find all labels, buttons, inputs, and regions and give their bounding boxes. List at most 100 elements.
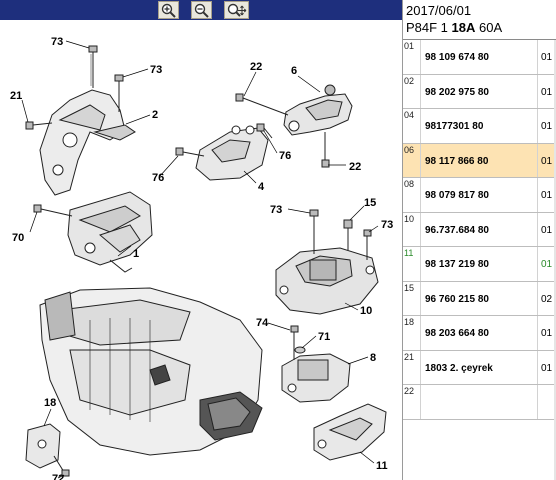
row-part-number[interactable]: 98 117 866 80 — [425, 155, 489, 167]
row-part-number[interactable]: 96 760 215 80 — [425, 293, 489, 305]
row-part-number[interactable]: 1803 2. çeyrek — [425, 362, 493, 374]
callout-74[interactable]: 74 — [256, 317, 269, 329]
parts-row[interactable]: 18 98 203 664 80 01 — [403, 316, 556, 351]
row-quantity: 01 — [541, 328, 553, 339]
parts-row[interactable]: 06 98 117 866 80 01 — [403, 143, 556, 178]
bolt-74[interactable] — [290, 325, 299, 360]
part-2-bracket[interactable] — [39, 89, 136, 196]
bolt-21[interactable] — [25, 121, 53, 130]
parts-row[interactable]: 21 1803 2. çeyrek 01 — [403, 350, 556, 385]
callout-76-a[interactable]: 76 — [279, 150, 291, 162]
row-position: 01 — [404, 41, 415, 51]
zoom-out-button[interactable] — [191, 1, 212, 19]
row-quantity: 01 — [541, 190, 553, 201]
bolt-76-b[interactable] — [256, 123, 273, 139]
callout-6[interactable]: 6 — [291, 65, 297, 77]
bolt-72[interactable] — [53, 455, 70, 477]
callout-22-b[interactable]: 22 — [349, 161, 361, 173]
part-11-bracket[interactable] — [313, 403, 387, 461]
list-scrollbar[interactable] — [554, 40, 556, 480]
part-6-torque-rod[interactable] — [283, 84, 353, 136]
row-part-number[interactable]: 98 079 817 80 — [425, 190, 489, 201]
row-partno-cell: 96.737.684 80 — [420, 212, 538, 246]
callout-4[interactable]: 4 — [258, 181, 265, 193]
callout-18[interactable]: 18 — [44, 397, 56, 409]
callout-15[interactable]: 15 — [364, 197, 376, 209]
header-vehicle-code: P84F 1 18A 60A — [406, 19, 556, 36]
zoom-out-icon — [194, 3, 209, 18]
row-partno-cell: 98 079 817 80 — [420, 178, 538, 212]
row-partno-cell: 98 117 866 80 — [420, 143, 538, 177]
zoom-fit-button[interactable] — [224, 1, 249, 19]
washer-71[interactable] — [294, 346, 306, 354]
row-partno-cell: 96 760 215 80 — [420, 281, 538, 315]
row-part-number[interactable]: 98 203 664 80 — [425, 328, 489, 339]
callout-10[interactable]: 10 — [360, 305, 372, 317]
parts-row[interactable]: 22 — [403, 385, 556, 420]
bolt-73-c[interactable] — [309, 209, 319, 254]
part-4-bracket[interactable] — [195, 125, 269, 181]
callout-22-a[interactable]: 22 — [250, 61, 262, 73]
row-part-number[interactable]: 98 109 674 80 — [425, 52, 489, 63]
nut-15[interactable] — [343, 219, 353, 250]
part-18-bracket[interactable] — [25, 423, 61, 469]
zoom-fit-icon — [227, 3, 247, 17]
bolt-70[interactable] — [33, 204, 73, 217]
parts-row[interactable]: 11 98 137 219 80 01 — [403, 247, 556, 282]
bolt-76-a[interactable] — [175, 147, 205, 157]
zoom-in-icon — [161, 3, 176, 18]
header-code-suffix: 60A — [475, 20, 503, 35]
row-position: 06 — [404, 144, 415, 155]
callout-73-b[interactable]: 73 — [150, 64, 162, 76]
callout-76-b[interactable]: 76 — [152, 172, 164, 184]
callout-11[interactable]: 11 — [376, 460, 388, 472]
row-position: 11 — [404, 248, 414, 258]
callout-2[interactable]: 2 — [152, 109, 158, 121]
part-8-mount[interactable] — [281, 353, 351, 403]
row-part-number[interactable]: 98 137 219 80 — [425, 259, 489, 270]
row-position: 18 — [404, 317, 415, 327]
row-partno-cell: 98177301 80 — [420, 109, 538, 143]
row-position: 21 — [404, 351, 415, 362]
bolt-73-d[interactable] — [363, 229, 372, 260]
row-quantity: 01 — [541, 155, 553, 167]
row-position: 15 — [404, 282, 415, 293]
row-partno-cell — [420, 385, 538, 419]
part-1-mount[interactable] — [67, 191, 153, 273]
part-10-mount[interactable] — [275, 247, 379, 315]
callout-labels: 73 73 21 2 70 1 22 6 76 4 76 22 73 15 73… — [10, 36, 393, 480]
callout-8[interactable]: 8 — [370, 352, 376, 364]
callout-73-c[interactable]: 73 — [270, 204, 282, 216]
row-part-number[interactable]: 98 202 975 80 — [425, 86, 489, 98]
callout-72[interactable]: 72 — [52, 473, 64, 480]
row-part-number[interactable]: 96.737.684 80 — [425, 224, 489, 236]
row-quantity: 01 — [541, 224, 553, 236]
bolt-22-b[interactable] — [321, 132, 330, 168]
callout-21[interactable]: 21 — [10, 90, 22, 102]
zoom-in-button[interactable] — [158, 1, 179, 19]
list-header: 2017/06/01 P84F 1 18A 60A — [403, 0, 556, 40]
row-quantity: 01 — [541, 362, 553, 374]
callout-71[interactable]: 71 — [318, 331, 330, 343]
zoom-toolbar — [0, 0, 402, 20]
bolt-73-a[interactable] — [88, 45, 98, 88]
callout-73-a[interactable]: 73 — [51, 36, 63, 48]
bolt-22-a[interactable] — [235, 93, 289, 116]
row-quantity: 01 — [541, 259, 553, 270]
row-partno-cell: 98 203 664 80 — [420, 316, 538, 350]
bolt-73-b[interactable] — [114, 74, 124, 112]
row-part-number[interactable]: 98177301 80 — [425, 121, 484, 132]
callout-70[interactable]: 70 — [12, 232, 24, 244]
row-partno-cell: 1803 2. çeyrek — [420, 350, 538, 384]
row-position: 22 — [404, 386, 415, 396]
row-quantity: 01 — [541, 86, 553, 98]
callout-1[interactable]: 1 — [133, 248, 139, 260]
callout-73-d[interactable]: 73 — [381, 219, 393, 231]
